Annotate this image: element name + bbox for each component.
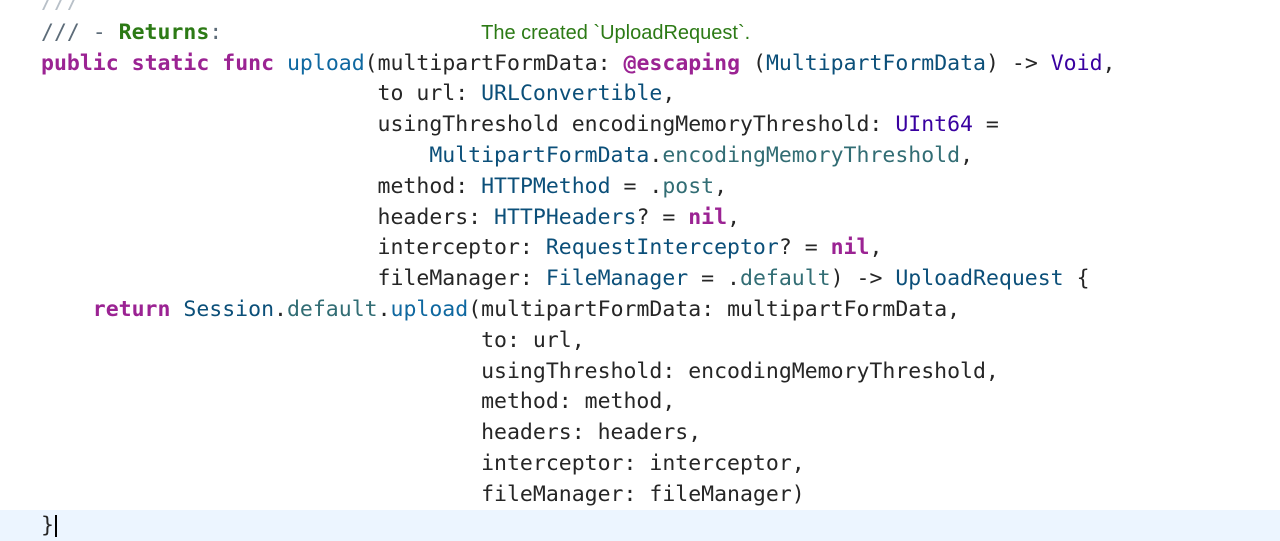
code-token: , bbox=[869, 235, 883, 261]
code-token: interceptor: bbox=[41, 235, 546, 261]
code-token: method: bbox=[41, 173, 482, 199]
code-token: static bbox=[131, 50, 210, 76]
code-line-param-threshold[interactable]: usingThreshold encodingMemoryThreshold: … bbox=[0, 109, 1280, 140]
code-token bbox=[170, 297, 183, 322]
code-token: nil bbox=[830, 235, 870, 261]
code-line-closing-brace[interactable]: } bbox=[0, 509, 1280, 541]
code-line-param-filemanager[interactable]: fileManager: FileManager = .default) -> … bbox=[0, 263, 1280, 294]
code-token: = . bbox=[610, 173, 663, 199]
code-token: , bbox=[662, 81, 676, 107]
code-token bbox=[119, 51, 132, 76]
code-token: default bbox=[286, 297, 378, 322]
code-token: to url: bbox=[41, 81, 482, 107]
code-token bbox=[274, 51, 287, 76]
code-token: nil bbox=[688, 204, 728, 230]
code-token: MultipartFormData bbox=[765, 50, 986, 76]
code-token: to: url, bbox=[41, 327, 585, 353]
code-token: public bbox=[41, 50, 119, 76]
code-token bbox=[41, 143, 429, 168]
code-token bbox=[209, 51, 222, 76]
code-token: ) -> bbox=[830, 266, 896, 292]
code-token: fileManager: fileManager) bbox=[41, 481, 805, 507]
code-token: /// bbox=[41, 0, 80, 14]
text-cursor bbox=[54, 514, 57, 537]
code-token: , bbox=[960, 143, 974, 168]
code-token: ? = bbox=[778, 235, 831, 261]
code-line-param-url[interactable]: to url: URLConvertible, bbox=[0, 78, 1280, 109]
code-token: . bbox=[377, 297, 391, 322]
code-token: default bbox=[740, 266, 831, 292]
code-line-param-method[interactable]: method: HTTPMethod = .post, bbox=[0, 171, 1280, 202]
code-line-arg-headers[interactable]: headers: headers, bbox=[0, 417, 1280, 448]
code-token: ? = bbox=[636, 204, 689, 230]
code-token: Session bbox=[183, 297, 275, 322]
code-token: interceptor: interceptor, bbox=[41, 451, 805, 476]
code-line-func-signature[interactable]: public static func upload(multipartFormD… bbox=[0, 48, 1280, 79]
code-token: MultipartFormData bbox=[429, 143, 650, 168]
code-line-return-call[interactable]: return Session.default.upload(multipartF… bbox=[0, 294, 1280, 325]
code-token: upload bbox=[286, 50, 365, 76]
code-token: UInt64 bbox=[895, 112, 973, 138]
code-token: URLConvertible bbox=[481, 81, 663, 107]
code-token: } bbox=[41, 512, 54, 538]
code-token bbox=[222, 20, 481, 45]
code-token: , bbox=[714, 173, 728, 199]
code-token: . bbox=[274, 297, 287, 322]
code-token: upload bbox=[390, 297, 469, 322]
code-line-param-interceptor[interactable]: interceptor: RequestInterceptor? = nil, bbox=[0, 232, 1280, 263]
code-token: FileManager bbox=[545, 266, 689, 292]
code-line-doc-returns[interactable]: /// - Returns: The created `UploadReques… bbox=[0, 17, 1280, 48]
code-token: (multipartFormData: multipartFormData, bbox=[468, 297, 961, 322]
code-token: , bbox=[727, 204, 741, 230]
code-token: headers: bbox=[41, 204, 495, 230]
code-line-param-headers[interactable]: headers: HTTPHeaders? = nil, bbox=[0, 202, 1280, 233]
code-token: Void bbox=[1050, 50, 1103, 76]
code-line-arg-interceptor[interactable]: interceptor: interceptor, bbox=[0, 448, 1280, 479]
code-token: . bbox=[744, 21, 751, 44]
code-token: The created bbox=[481, 21, 594, 44]
code-line-partial-top[interactable]: /// bbox=[0, 0, 1280, 17]
code-token: Returns bbox=[118, 19, 210, 45]
code-token: RequestInterceptor bbox=[545, 235, 779, 261]
code-token: HTTPMethod bbox=[481, 173, 611, 199]
code-token: post bbox=[662, 173, 715, 199]
code-token: method: method, bbox=[41, 389, 676, 415]
code-token: encodingMemoryThreshold bbox=[662, 143, 961, 168]
code-line-arg-method[interactable]: method: method, bbox=[0, 386, 1280, 417]
code-token: , bbox=[1102, 50, 1116, 76]
code-token: usingThreshold encodingMemoryThreshold: bbox=[41, 112, 896, 138]
code-line-arg-to[interactable]: to: url, bbox=[0, 325, 1280, 356]
code-token: ( bbox=[740, 50, 766, 76]
code-token: = bbox=[972, 112, 999, 138]
code-line-arg-filemanager[interactable]: fileManager: fileManager) bbox=[0, 479, 1280, 510]
code-token: { bbox=[1063, 266, 1090, 292]
code-token bbox=[41, 297, 93, 322]
code-token: UploadRequest bbox=[895, 266, 1064, 292]
code-line-param-threshold-default[interactable]: MultipartFormData.encodingMemoryThreshol… bbox=[0, 140, 1280, 171]
code-line-arg-threshold[interactable]: usingThreshold: encodingMemoryThreshold, bbox=[0, 356, 1280, 387]
code-token: HTTPHeaders bbox=[494, 204, 637, 230]
code-token: /// - bbox=[41, 19, 119, 45]
code-token: `UploadRequest` bbox=[593, 21, 745, 44]
code-token: (multipartFormData: bbox=[364, 50, 624, 76]
code-token: : bbox=[209, 19, 223, 45]
code-token: @escaping bbox=[623, 50, 741, 76]
code-token: headers: headers, bbox=[41, 420, 702, 446]
code-token: usingThreshold: encodingMemoryThreshold, bbox=[41, 358, 999, 384]
code-token: ) -> bbox=[986, 50, 1051, 76]
code-token: func bbox=[222, 50, 275, 76]
code-token: fileManager: bbox=[41, 266, 546, 292]
code-token: = . bbox=[688, 266, 740, 292]
code-token: . bbox=[649, 143, 663, 168]
code-token: return bbox=[92, 297, 171, 322]
